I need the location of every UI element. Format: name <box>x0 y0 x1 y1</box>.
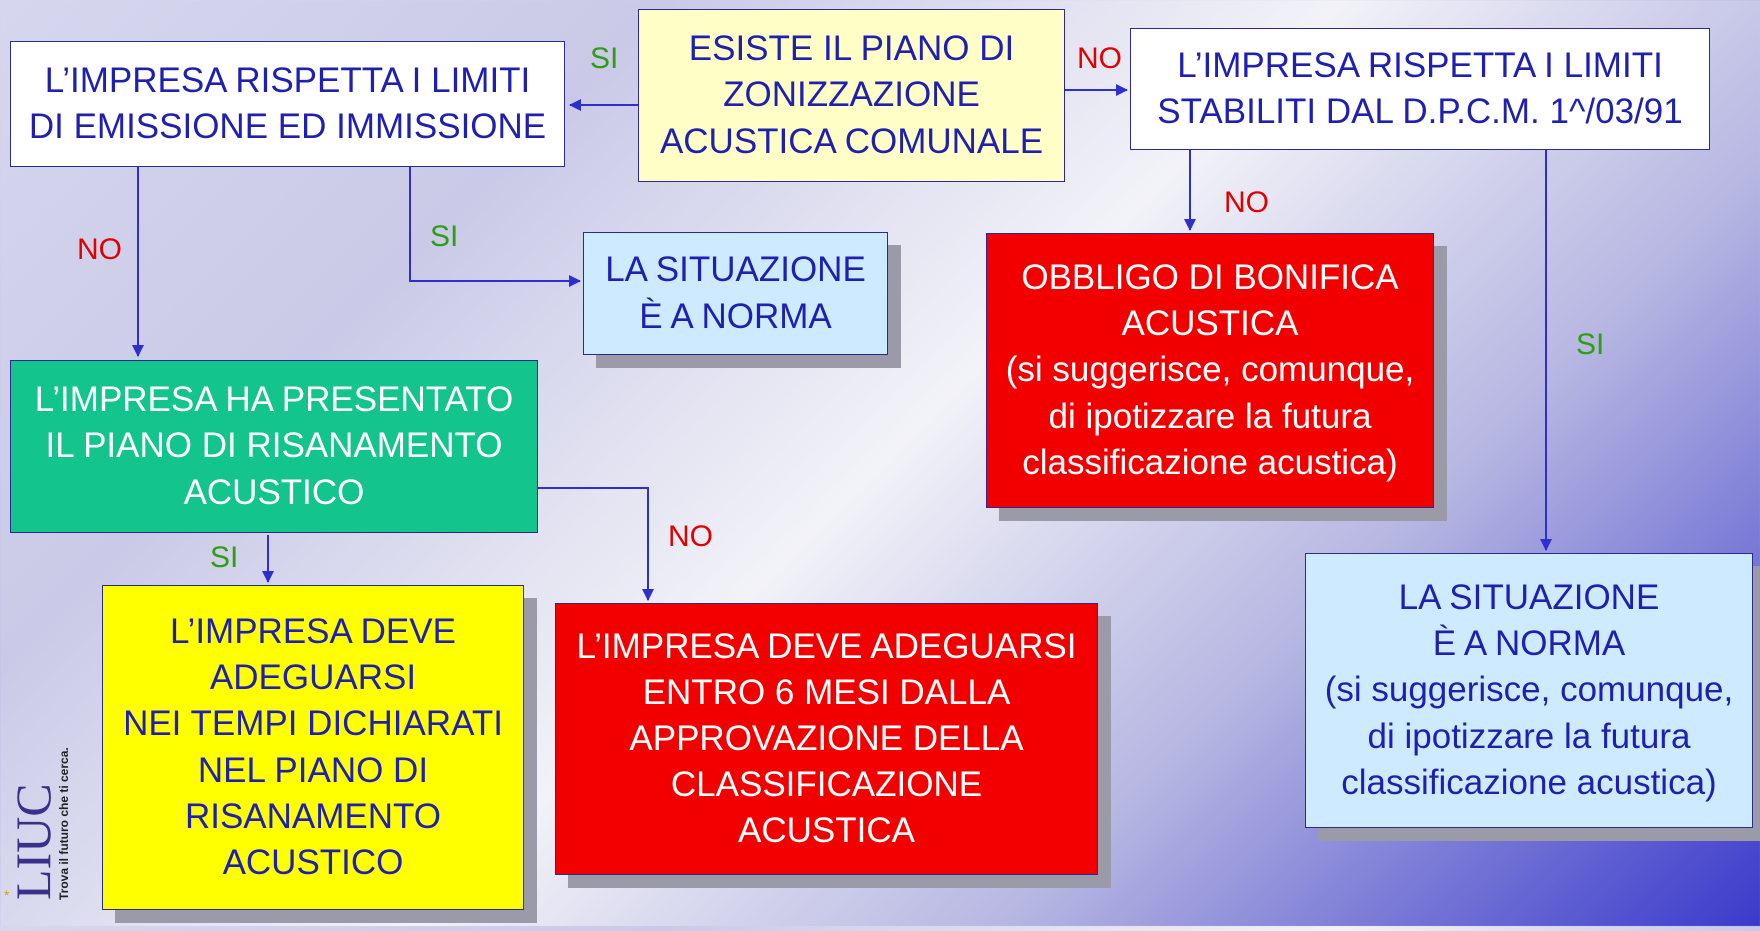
box-limiti-dpcm-question: L’IMPRESA RISPETTA I LIMITI STABILITI DA… <box>1130 28 1710 150</box>
box-situazione-norma-left: LA SITUAZIONE È A NORMA <box>583 232 888 355</box>
label-no-right-down: NO <box>1224 186 1269 219</box>
liuc-logo-name: LIUC <box>5 783 61 900</box>
arrow-piano-to-6mesi <box>538 487 654 601</box>
box-adeguarsi-tempi-dichiarati: L’IMPRESA DEVE ADEGUARSI NEI TEMPI DICHI… <box>102 585 524 910</box>
box-piano-risanamento-question: L’IMPRESA HA PRESENTATO IL PIANO DI RISA… <box>10 360 538 533</box>
label-no-piano-right: NO <box>668 520 713 553</box>
box-piano-risanamento-text: L’IMPRESA HA PRESENTATO IL PIANO DI RISA… <box>34 380 514 512</box>
liuc-logo-graphic: LIUC Trova il futuro che ti cerca. * <box>4 747 71 903</box>
label-si-piano-down: SI <box>210 541 239 574</box>
box-limiti-emissione-question: L’IMPRESA RISPETTA I LIMITI DI EMISSIONE… <box>10 41 565 167</box>
box-zonizzazione-question: ESISTE IL PIANO DI ZONIZZAZIONE ACUSTICA… <box>638 9 1065 182</box>
box-situazione-norma-left-text: LA SITUAZIONE È A NORMA <box>605 250 866 336</box>
box-adeguarsi-tempi-text: L’IMPRESA DEVE ADEGUARSI NEI TEMPI DICHI… <box>123 611 503 882</box>
box-situazione-norma-right-text: LA SITUAZIONE È A NORMA (si suggerisce, … <box>1324 578 1734 802</box>
label-si-right-down: SI <box>1576 328 1605 361</box>
box-obbligo-bonifica-text: OBBLIGO DI BONIFICA ACUSTICA (si suggeri… <box>1005 258 1415 482</box>
liuc-logo-tagline: Trova il futuro che ti cerca. <box>57 747 71 900</box>
box-adeguarsi-6-mesi-text: L’IMPRESA DEVE ADEGUARSI ENTRO 6 MESI DA… <box>576 626 1077 851</box>
label-si-center-to-left: SI <box>590 42 619 75</box>
label-no-center-to-right: NO <box>1077 42 1122 75</box>
svg-text:*: * <box>4 887 10 903</box>
box-limiti-emissione-text: L’IMPRESA RISPETTA I LIMITI DI EMISSIONE… <box>28 60 547 146</box>
box-obbligo-bonifica: OBBLIGO DI BONIFICA ACUSTICA (si suggeri… <box>986 233 1434 508</box>
box-situazione-norma-right: LA SITUAZIONE È A NORMA (si suggerisce, … <box>1305 553 1753 828</box>
box-adeguarsi-6-mesi: L’IMPRESA DEVE ADEGUARSI ENTRO 6 MESI DA… <box>555 603 1098 875</box>
label-si-left-to-norma: SI <box>430 220 459 253</box>
liuc-logo: LIUC Trova il futuro che ti cerca. * <box>0 700 80 926</box>
label-no-left-down: NO <box>77 233 122 266</box>
box-limiti-dpcm-text: L’IMPRESA RISPETTA I LIMITI STABILITI DA… <box>1157 45 1683 131</box>
box-zonizzazione-text: ESISTE IL PIANO DI ZONIZZAZIONE ACUSTICA… <box>659 29 1044 161</box>
arrow-left-top-to-norma <box>409 167 581 287</box>
